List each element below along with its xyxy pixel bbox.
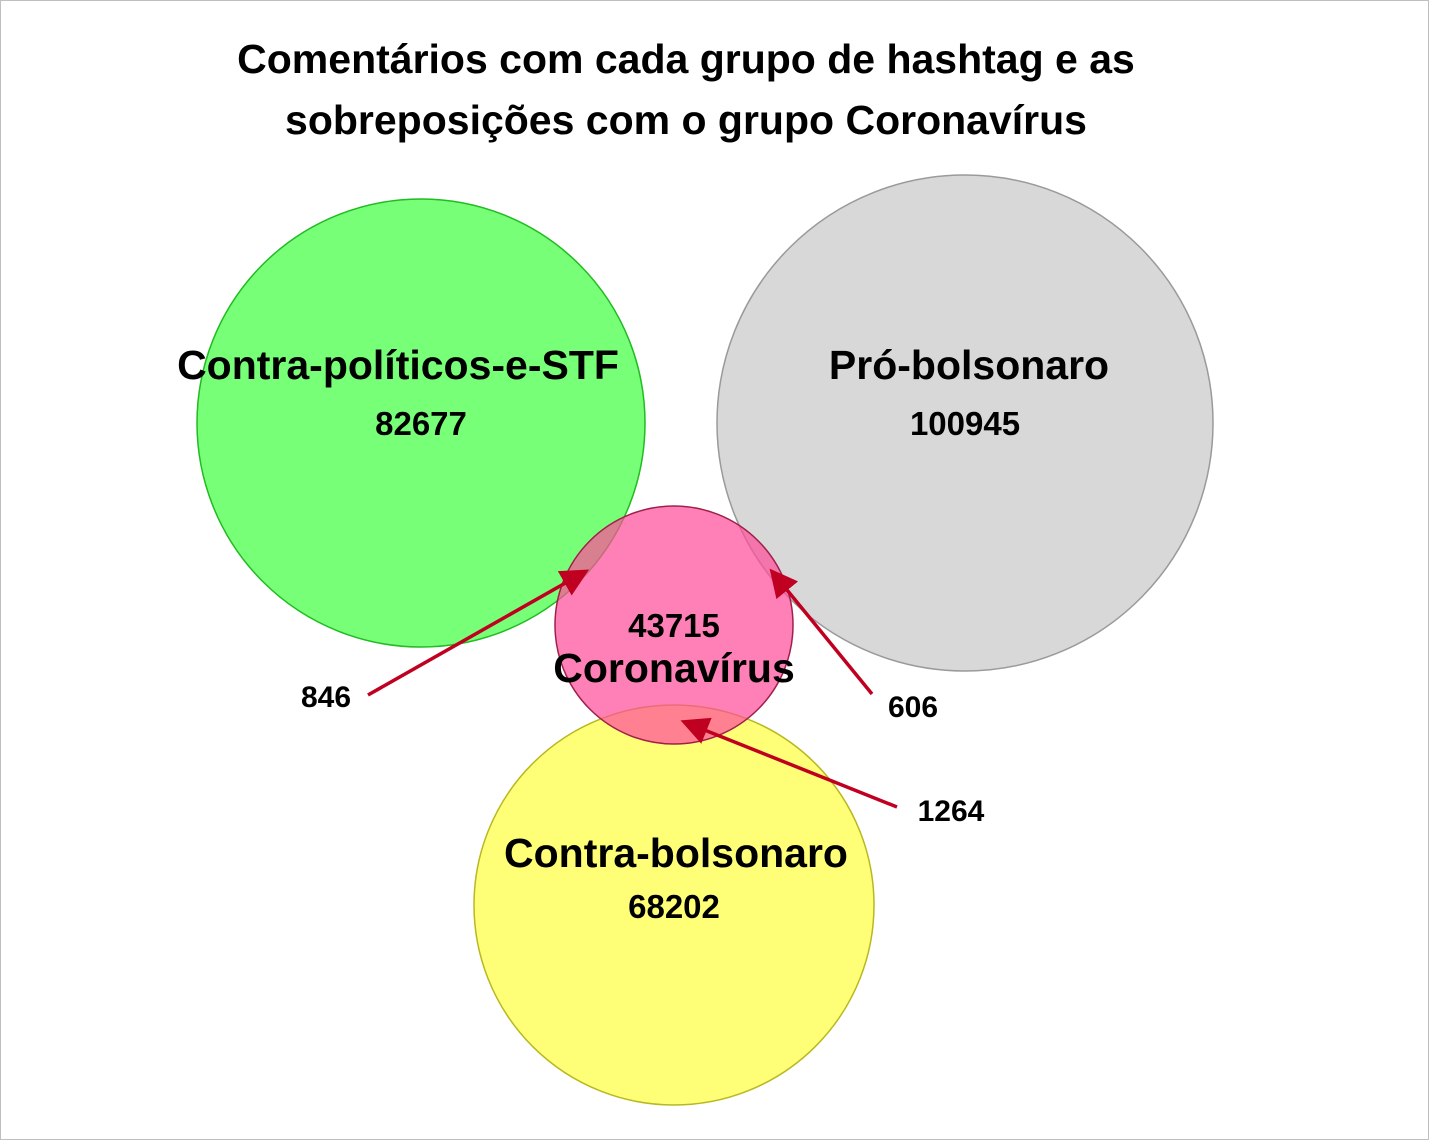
label-coronavirus: Coronavírus [553,645,795,691]
title-line-1: Comentários com cada grupo de hashtag e … [237,36,1135,82]
circle-pro-bolsonaro [716,174,1214,672]
overlap-count-pro-bolsonaro: 606 [888,691,938,724]
circle-contra-politicos [196,198,646,648]
overlap-count-contra-bolsonaro: 1264 [918,795,985,828]
arrow-overlap-pro-bolsonaro [769,568,874,696]
diagram-title: Comentários com cada grupo de hashtag e … [1,29,1371,151]
count-contra-bolsonaro: 68202 [628,888,720,925]
label-pro-bolsonaro: Pró-bolsonaro [829,342,1109,388]
circle-coronavirus [554,505,794,745]
arrow-overlap-contra-politicos [367,569,590,697]
label-contra-bolsonaro: Contra-bolsonaro [504,830,848,876]
count-contra-politicos: 82677 [375,405,467,442]
overlap-count-contra-politicos: 846 [301,681,351,714]
count-pro-bolsonaro: 100945 [910,405,1020,442]
arrow-overlap-contra-bolsonaro [680,717,898,809]
label-contra-politicos: Contra-políticos-e-STF [177,342,619,388]
count-coronavirus: 43715 [628,607,720,644]
title-line-2: sobreposições com o grupo Coronavírus [285,97,1087,143]
